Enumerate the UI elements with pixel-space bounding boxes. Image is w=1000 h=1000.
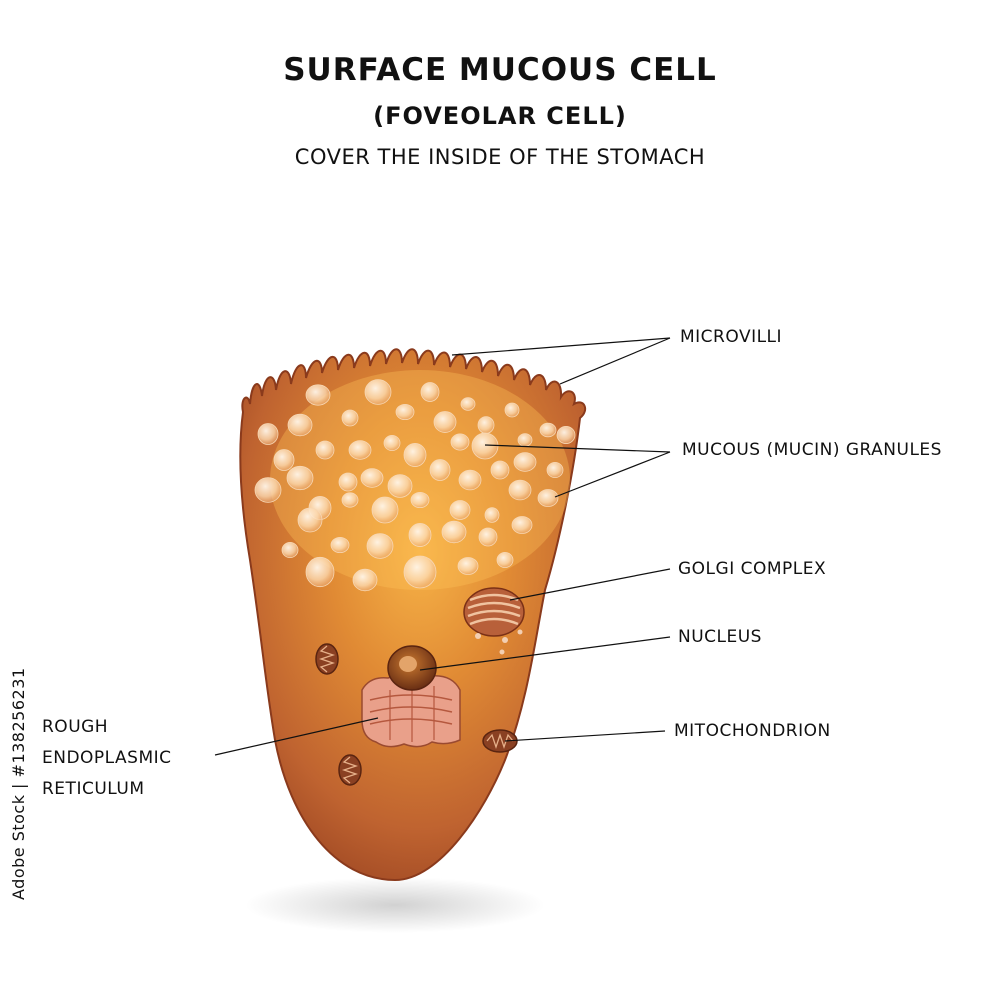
mucous-granule — [484, 507, 500, 523]
mucous-granule — [460, 397, 476, 411]
mucous-granule — [441, 520, 467, 544]
mucous-granule — [273, 449, 295, 471]
mucous-granule — [537, 489, 559, 507]
mucous-granule — [341, 409, 359, 427]
mucous-granule — [420, 382, 440, 402]
mucous-granule — [471, 432, 499, 460]
leader-granules-2 — [554, 451, 671, 498]
golgi-complex — [463, 587, 525, 655]
mucous-granule — [511, 516, 533, 534]
mucous-granule — [286, 465, 314, 491]
mucous-granule — [281, 542, 299, 559]
label-microvilli: MICROVILLI — [680, 327, 783, 347]
label-rough-er-line-1: ROUGH — [42, 717, 109, 737]
mucous-granule — [364, 379, 392, 405]
mucous-granule — [305, 556, 335, 588]
mucous-granule — [450, 433, 470, 451]
leader-lines — [214, 337, 671, 756]
mucous-granule — [457, 557, 479, 575]
mucous-granule — [539, 422, 557, 438]
mucous-granule — [254, 477, 282, 503]
label-golgi-complex: GOLGI COMPLEX — [678, 559, 827, 579]
mucous-granule — [504, 402, 520, 418]
mitochondrion — [482, 729, 518, 753]
mucous-granule — [478, 527, 498, 547]
label-mitochondrion: MITOCHONDRION — [674, 721, 831, 741]
leader-microvilli-1 — [451, 337, 671, 356]
mucous-granule — [556, 426, 576, 444]
mucous-granule — [449, 500, 471, 520]
mucous-granule — [360, 468, 384, 488]
mucous-granule — [330, 536, 350, 554]
label-mucous-granules: MUCOUS (MUCIN) GRANULES — [682, 440, 942, 460]
mucous-granules-cluster — [254, 379, 576, 592]
mucous-granule — [546, 461, 564, 478]
leader-mitochondrion — [504, 730, 666, 742]
nucleus — [387, 645, 437, 691]
label-rough-endoplasmic-reticulum: ROUGH ENDOPLASMIC RETICULUM — [42, 712, 172, 805]
leader-microvilli-2 — [559, 337, 671, 385]
label-nucleus: NUCLEUS — [678, 627, 762, 647]
mucous-granule — [395, 403, 415, 421]
mucous-granule — [257, 423, 279, 445]
mucous-granule — [366, 533, 394, 559]
label-rough-er-line-2: ENDOPLASMIC — [42, 748, 172, 768]
mucous-granule — [371, 496, 399, 524]
leader-golgi — [509, 568, 671, 601]
mucous-granule — [387, 474, 413, 498]
cell-shadow — [245, 877, 545, 933]
mucous-granule — [383, 434, 401, 451]
leader-granules-1 — [484, 444, 671, 453]
mucous-granule — [410, 491, 430, 509]
mitochondrion-left-lower — [338, 754, 362, 786]
mucous-granule — [352, 568, 378, 592]
mucous-granule — [490, 460, 510, 480]
mucous-granule — [403, 555, 437, 589]
page-description: COVER THE INSIDE OF THE STOMACH — [294, 145, 706, 169]
mucous-granule — [517, 433, 533, 447]
mitochondrion-left-upper — [315, 643, 339, 675]
mucous-granule — [338, 472, 358, 492]
mucous-granule — [513, 452, 537, 472]
mucous-granule — [458, 469, 482, 491]
mucous-granule — [429, 459, 451, 481]
mucous-granule — [477, 416, 495, 434]
mucous-granule — [315, 440, 335, 460]
mucous-granule — [297, 507, 323, 533]
leader-rough-er — [214, 717, 379, 756]
leader-nucleus — [419, 636, 671, 671]
mucous-granule — [508, 479, 532, 501]
mucous-granule — [433, 411, 457, 433]
mucous-granule — [348, 440, 372, 460]
page-subtitle-alt-name: (FOVEOLAR CELL) — [373, 102, 627, 130]
label-rough-er-line-3: RETICULUM — [42, 779, 145, 799]
mucous-granule — [408, 523, 432, 547]
stock-id: Adobe Stock | #138256231 — [9, 667, 28, 900]
mucous-granule — [341, 492, 359, 508]
mucous-granule — [287, 413, 313, 437]
mucous-granule — [305, 384, 331, 406]
mucous-granule — [496, 552, 514, 569]
mucous-granule — [403, 443, 427, 467]
page-title: SURFACE MUCOUS CELL — [283, 52, 717, 88]
